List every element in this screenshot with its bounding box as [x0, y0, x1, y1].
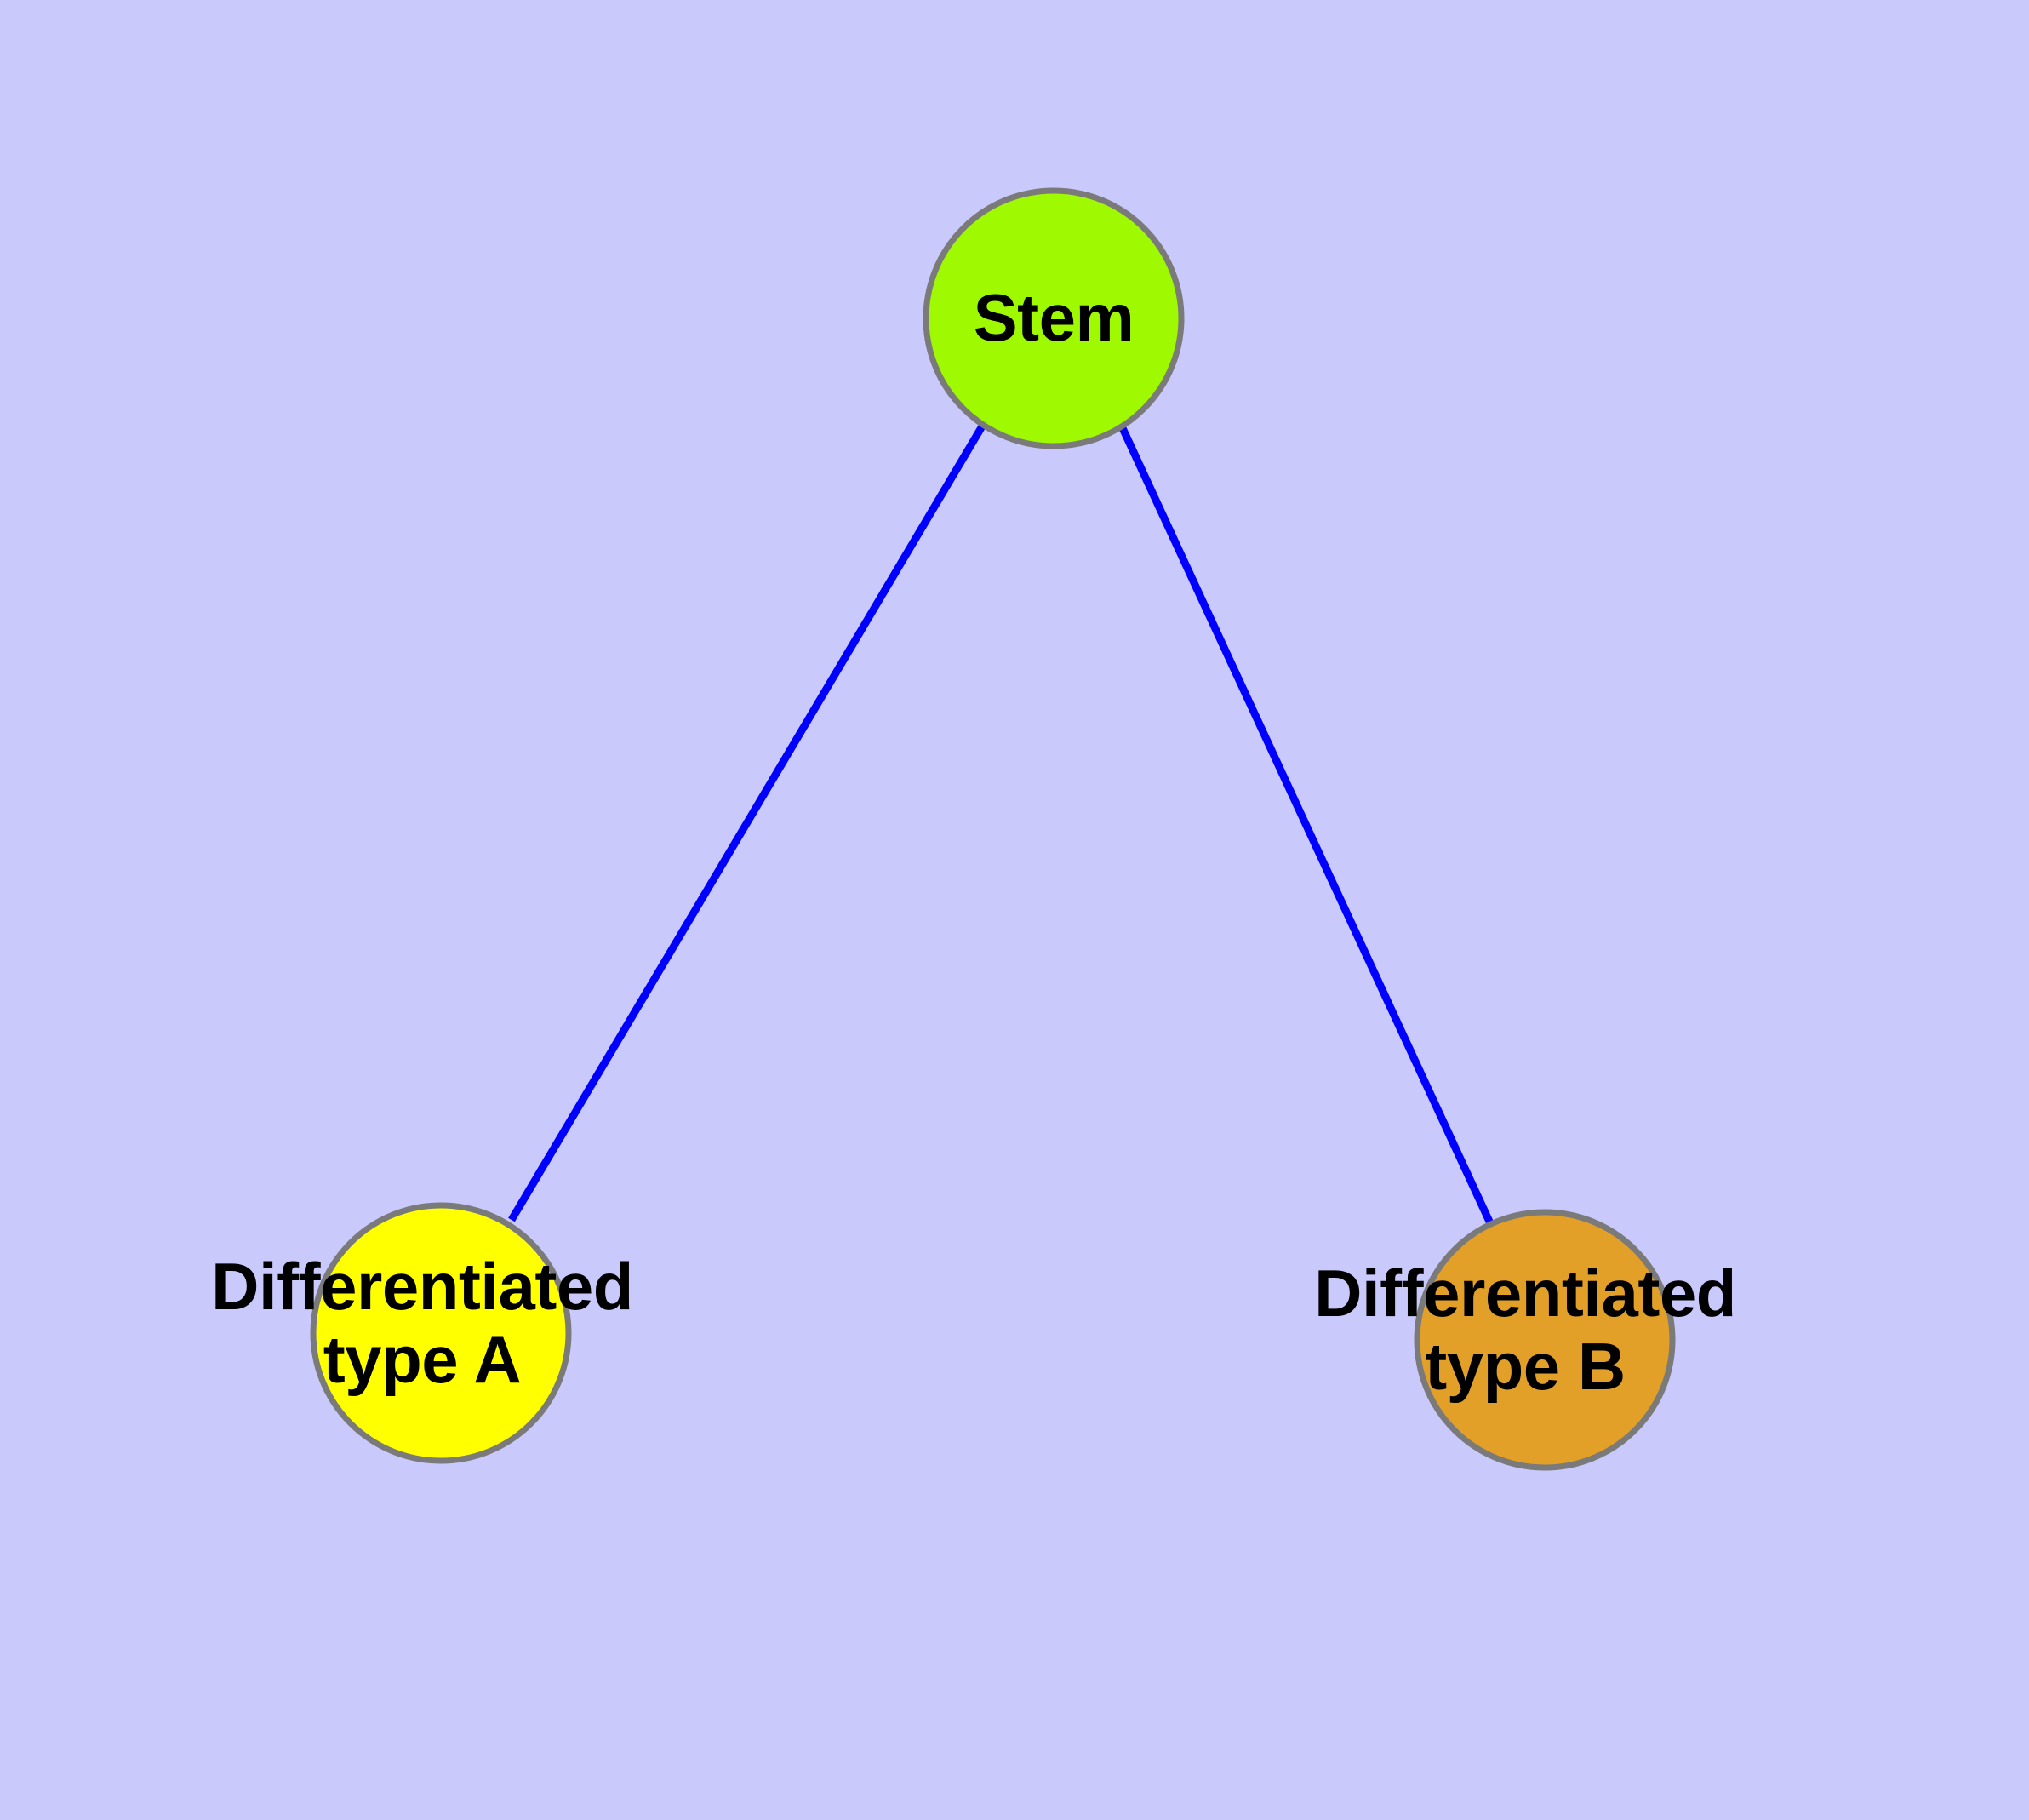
- node-layer: [310, 187, 1676, 1471]
- node-differentiated-type-a[interactable]: [310, 1202, 572, 1464]
- node-differentiated-type-b[interactable]: [1414, 1209, 1676, 1471]
- edge-stem-to-differentiated-type-a[interactable]: [508, 422, 986, 1222]
- node-stem[interactable]: [923, 187, 1185, 449]
- edge-stem-to-differentiated-type-b[interactable]: [1118, 426, 1495, 1225]
- edge-layer: [508, 422, 1495, 1225]
